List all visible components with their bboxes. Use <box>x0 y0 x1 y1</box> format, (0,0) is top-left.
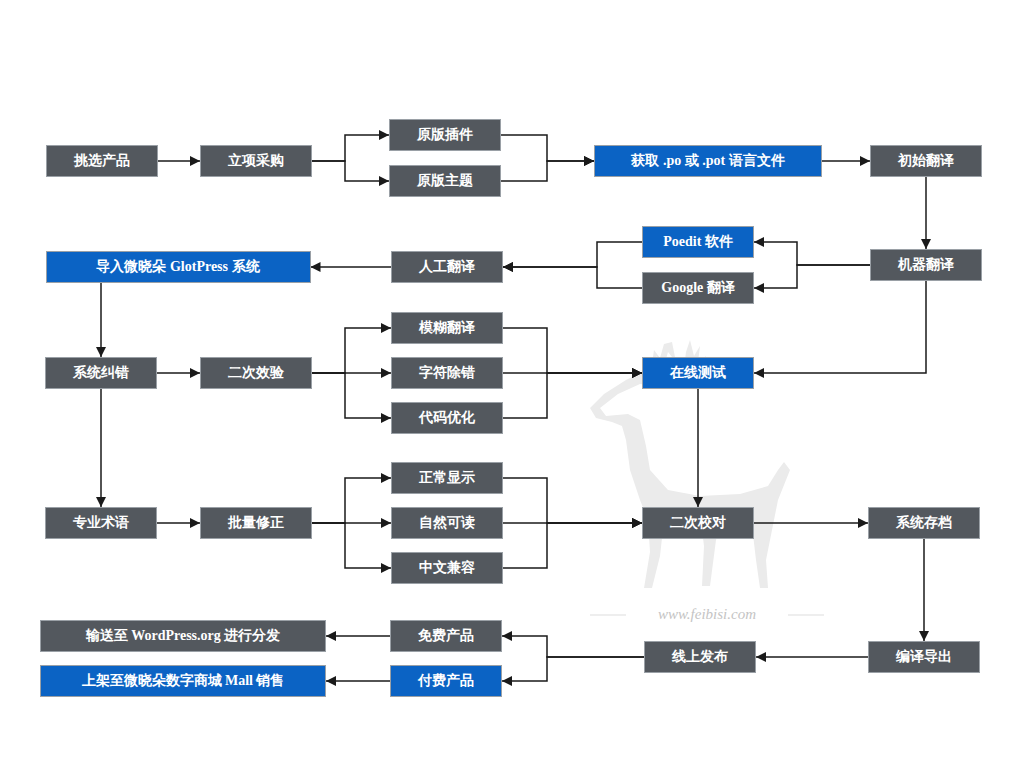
flow-arrow <box>756 656 868 658</box>
process-box: 系统纠错 <box>45 357 157 389</box>
box-label: 机器翻译 <box>898 256 954 274</box>
process-box: 挑选产品 <box>46 145 158 177</box>
flow-arrow <box>503 328 642 373</box>
process-box: Google 翻译 <box>642 272 754 304</box>
box-label: 上架至微晓朵数字商城 Mall 销售 <box>82 672 285 690</box>
box-label: 挑选产品 <box>74 152 130 170</box>
box-label: 输送至 WordPress.org 进行分发 <box>86 627 281 645</box>
flow-arrow <box>822 160 870 162</box>
flow-arrow <box>311 266 392 268</box>
flow-arrow <box>501 161 594 181</box>
flow-arrow <box>100 283 102 357</box>
process-box: 免费产品 <box>390 620 502 652</box>
process-box: 字符除错 <box>391 357 503 389</box>
highlight-box: 付费产品 <box>390 665 502 697</box>
box-label: 导入微晓朵 GlotPress 系统 <box>96 258 259 276</box>
highlight-box: 获取 .po 或 .pot 语言文件 <box>594 145 822 177</box>
process-box: 自然可读 <box>391 507 503 539</box>
flow-arrow <box>326 635 390 637</box>
process-box: 正常显示 <box>391 462 503 494</box>
box-label: 正常显示 <box>419 469 475 487</box>
flow-arrow <box>312 135 389 161</box>
box-label: 免费产品 <box>418 627 474 645</box>
box-label: 系统纠错 <box>73 364 129 382</box>
box-label: 二次校对 <box>670 514 726 532</box>
box-label: 原版主题 <box>417 172 473 190</box>
flow-arrow <box>503 373 642 418</box>
process-box: 线上发布 <box>644 641 756 673</box>
flow-arrow <box>501 135 594 161</box>
flow-arrow <box>312 523 391 568</box>
process-box: 二次效验 <box>200 357 312 389</box>
flow-arrow <box>502 657 644 681</box>
flow-arrow <box>326 680 390 682</box>
flow-arrow <box>754 242 870 265</box>
box-label: 代码优化 <box>419 409 475 427</box>
process-box: 原版插件 <box>389 119 501 151</box>
process-box: 批量修正 <box>200 507 312 539</box>
box-label: 字符除错 <box>419 364 475 382</box>
highlight-box: Poedit 软件 <box>642 226 754 258</box>
box-label: 人工翻译 <box>419 258 475 276</box>
process-box: 原版主题 <box>389 165 501 197</box>
deer-silhouette <box>590 340 790 588</box>
watermark-rule <box>788 615 824 616</box>
process-box: 代码优化 <box>391 402 503 434</box>
process-box: 机器翻译 <box>870 249 982 281</box>
flow-arrow <box>923 539 925 641</box>
watermark-rule <box>590 615 626 616</box>
flow-arrow <box>158 160 200 162</box>
flow-arrow <box>312 373 391 418</box>
box-label: 系统存档 <box>896 514 952 532</box>
flow-arrow <box>503 523 642 568</box>
process-box: 专业术语 <box>45 507 157 539</box>
flow-arrow <box>503 242 642 267</box>
box-label: 模糊翻译 <box>419 319 475 337</box>
process-box: 输送至 WordPress.org 进行分发 <box>40 620 326 652</box>
box-label: 线上发布 <box>672 648 728 666</box>
box-label: 获取 .po 或 .pot 语言文件 <box>631 152 784 170</box>
process-box: 系统存档 <box>868 507 980 539</box>
flow-arrow <box>754 265 870 288</box>
flow-arrow <box>312 328 391 373</box>
flow-arrow <box>100 389 102 507</box>
flow-arrow <box>925 177 927 249</box>
box-label: 立项采购 <box>228 152 284 170</box>
box-label: 自然可读 <box>419 514 475 532</box>
highlight-box: 导入微晓朵 GlotPress 系统 <box>46 251 311 283</box>
box-label: Google 翻译 <box>661 279 735 297</box>
process-box: 编译导出 <box>868 641 980 673</box>
box-label: 专业术语 <box>73 514 129 532</box>
box-label: 批量修正 <box>228 514 284 532</box>
flow-arrow <box>157 372 200 374</box>
flow-arrow <box>754 281 926 373</box>
highlight-box: 上架至微晓朵数字商城 Mall 销售 <box>40 665 326 697</box>
box-label: 二次效验 <box>228 364 284 382</box>
highlight-box: 在线测试 <box>642 357 754 389</box>
flow-arrow <box>312 161 389 181</box>
flow-arrow <box>697 389 699 507</box>
box-label: 编译导出 <box>896 648 952 666</box>
box-label: 原版插件 <box>417 126 473 144</box>
flow-arrow <box>312 478 391 523</box>
process-box: 人工翻译 <box>391 251 503 283</box>
process-box: 中文兼容 <box>391 552 503 584</box>
box-label: 中文兼容 <box>419 559 475 577</box>
box-label: 付费产品 <box>418 672 474 690</box>
watermark-text: www.feibisi.com <box>655 606 759 623</box>
flow-arrow <box>503 478 642 523</box>
flow-arrow <box>503 267 642 288</box>
flow-arrow <box>157 522 200 524</box>
flow-arrow <box>754 522 868 524</box>
process-box: 立项采购 <box>200 145 312 177</box>
box-label: Poedit 软件 <box>663 233 733 251</box>
process-box: 模糊翻译 <box>391 312 503 344</box>
box-label: 初始翻译 <box>898 152 954 170</box>
box-label: 在线测试 <box>670 364 726 382</box>
process-box: 二次校对 <box>642 507 754 539</box>
process-box: 初始翻译 <box>870 145 982 177</box>
flow-arrow <box>502 636 644 657</box>
